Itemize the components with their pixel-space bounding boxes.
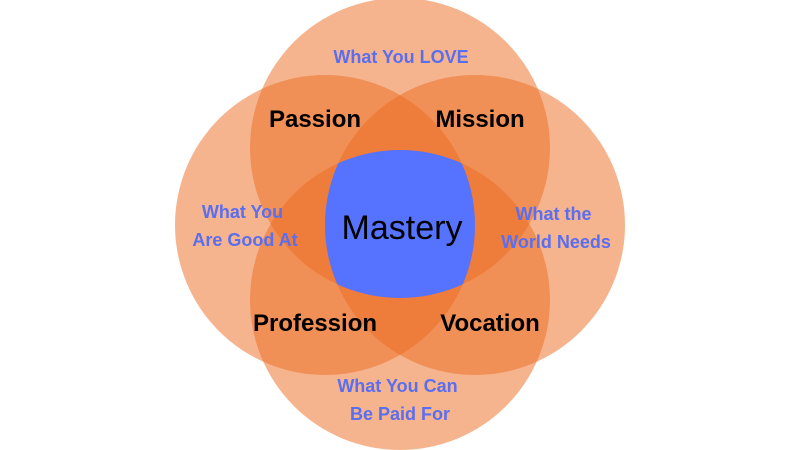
label-mastery: Mastery: [342, 209, 463, 247]
label-mission: Mission: [435, 106, 524, 133]
label-vocation: Vocation: [440, 310, 540, 337]
label-profession: Profession: [253, 310, 377, 337]
label-what-you-are-good-at: What You Are Good At: [192, 202, 297, 250]
label-what-you-love: What You LOVE: [333, 47, 468, 67]
label-passion: Passion: [269, 106, 361, 133]
label-what-you-can-be-paid-for: What You Can Be Paid For: [337, 376, 462, 424]
label-what-the-world-needs: What the World Needs: [501, 204, 611, 252]
